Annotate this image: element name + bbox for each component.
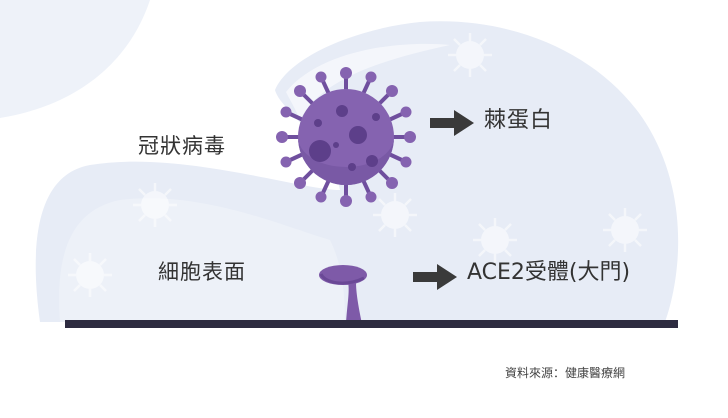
cell-surface-label: 細胞表面 xyxy=(158,260,246,284)
ace2-receptor-icon xyxy=(319,265,367,324)
ace2-receptor-label: ACE2受體(大門) xyxy=(467,260,631,285)
right-arrow-icon xyxy=(430,110,474,136)
ghost-virus-icon xyxy=(131,181,179,229)
virus-label: 冠狀病毒 xyxy=(138,134,226,158)
background-blob xyxy=(0,0,150,118)
cell-membrane-line xyxy=(65,320,678,328)
right-arrow-icon xyxy=(413,264,457,290)
ghost-virus-icon xyxy=(471,216,519,264)
ghost-virus-icon xyxy=(601,206,649,254)
source-caption: 資料來源：健康醫療網 xyxy=(505,366,626,380)
ghost-virus-icon xyxy=(446,31,494,79)
cloud-inner-highlight xyxy=(286,43,450,120)
ghost-virus-icon xyxy=(371,191,419,239)
coronavirus-icon xyxy=(276,67,416,207)
spike-protein-label: 棘蛋白 xyxy=(484,108,554,133)
cloud-lower-wave xyxy=(59,198,346,322)
ghost-virus-icon xyxy=(66,251,114,299)
